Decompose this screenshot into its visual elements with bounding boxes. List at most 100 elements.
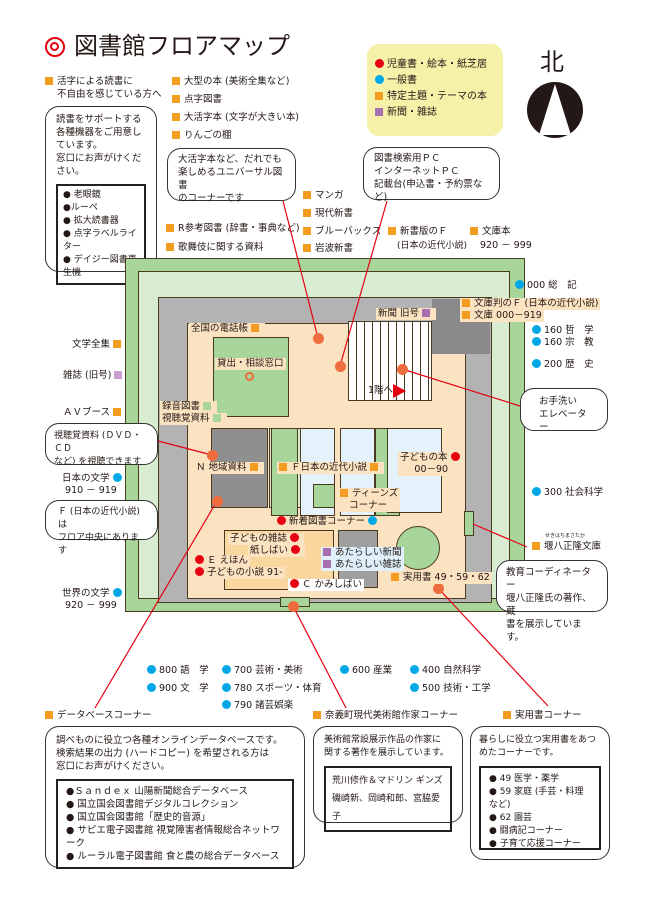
label-bluebacks: ブルーバックス	[303, 226, 381, 238]
label-world-lit: 世界の文学 920 － 999	[62, 588, 125, 612]
label-200: 200 歴 史	[532, 359, 594, 371]
art-heading: 奈義町現代美術館作家コーナー	[313, 710, 458, 722]
text: 読書をサポートする	[56, 114, 142, 125]
list-item: ● 子育て応援コーナー	[489, 839, 581, 849]
text: フロア中央にあります	[58, 533, 140, 556]
label-to-1f: 1階へ	[368, 385, 394, 396]
text: 図書検索用ＰＣ	[374, 153, 441, 164]
text: 窓口にお声がけください。	[56, 761, 171, 772]
ruby-sekiba: せきはちまさたか	[545, 533, 586, 539]
callout-dot	[288, 601, 299, 612]
legend: 児童書・絵本・紙芝居 一般書 特定主題・テーマの本 新聞・雑誌	[367, 44, 503, 136]
text: Ｆ (日本の近代小説) は	[58, 507, 140, 530]
text: 教育コーディネーター	[506, 567, 591, 591]
label-manga: マンガ	[303, 190, 344, 202]
label-local-materials: Ｎ 地域資料	[194, 462, 264, 474]
legend-item: 児童書・絵本・紙芝居	[375, 57, 495, 73]
list-item: ●ルーペ	[63, 203, 98, 213]
label-childrens-books: 子どもの本 00－90	[398, 452, 465, 476]
text: 視聴覚資料 (ＤＶＤ・ＣＤ	[54, 431, 142, 454]
practical-heading: 実用書コーナー	[503, 710, 582, 722]
label-collected-works: 文学全集	[72, 339, 125, 351]
desk-target-icon	[245, 372, 254, 381]
label-new-magazines: あたらしい雑誌	[321, 559, 404, 571]
db-heading: データベースコーナー	[45, 710, 152, 722]
list-item: ● 国立国会図書館「歴史的音源」	[66, 812, 211, 823]
text: のコーナーです	[178, 193, 244, 204]
callout-dot	[313, 333, 324, 344]
label-iwanami: 岩波新書	[303, 243, 353, 255]
page-title: 図書館フロアマップ	[74, 32, 290, 60]
list-item: ● 49 医学・薬学	[489, 774, 560, 784]
label-600: 600 産業	[340, 665, 392, 677]
list-item: ● 点字ラベルライター	[63, 229, 137, 252]
list-item: ● 闘病記コーナー	[489, 826, 563, 836]
label-400: 400 自然科学	[410, 665, 481, 677]
f-bubble: Ｆ (日本の近代小説) はフロア中央にあります	[45, 500, 158, 556]
label-bunko-f: 文庫判のＦ (日本の近代小説)	[460, 298, 601, 310]
text: めたコーナーです。	[479, 748, 559, 758]
label-new-newspapers: あたらしい新聞	[321, 547, 404, 559]
reading-support-bubble: 読書をサポートする各種機器をご用意しています。窓口にお声がけください。 ● 老眼…	[45, 106, 157, 285]
text: エレベーター	[539, 409, 587, 433]
north-label: 北	[540, 48, 564, 76]
label-500: 500 技術・工学	[410, 683, 491, 695]
toilet-bubble: お手洗いエレベーター	[520, 388, 608, 433]
callout-dot	[433, 583, 444, 594]
label-sekiba: 堰八正隆文庫	[532, 541, 601, 553]
heading-reading-support: 活字による読書に	[45, 76, 133, 88]
callout-dot	[397, 364, 408, 375]
list-item: ● 国立国会図書館デジタルコレクション	[66, 799, 239, 810]
label-f-novels: Ｆ日本の近代小説	[277, 462, 385, 474]
list-item: ● 59 家庭 (手芸・料理など)	[489, 787, 584, 810]
text: 大活字本など、だれでも	[178, 154, 282, 165]
legend-item: 一般書	[375, 73, 495, 89]
universal-bubble: 大活字本など、だれでも楽しめるユニバーサル図書のコーナーです	[167, 148, 296, 204]
callout-dot	[212, 496, 223, 507]
label-bunkobon-2: 920 － 999	[480, 240, 532, 251]
text: 書を展示しています。	[506, 619, 582, 643]
list-item: ● ルーラル電子図書館 食と農の総合データベース	[66, 851, 280, 862]
label-shinshoban-2: (日本の近代小説)	[397, 241, 468, 251]
label-c-kamishibai: Ｃ かみしばい	[288, 579, 365, 591]
label-practical-books: 実用書 49・59・62	[389, 572, 492, 584]
label-childrens-magazines: 子どもの雑誌	[228, 533, 305, 545]
practical-list: ● 49 医学・薬学● 59 家庭 (手芸・料理など)● 62 園芸● 闘病記コ…	[479, 766, 601, 850]
label-shinshoban: 新書版のＦ	[388, 226, 448, 238]
label-780: 780 スポーツ・体育	[222, 683, 321, 695]
label-700: 700 芸術・美術	[222, 665, 303, 677]
label-apple-shelf: りんごの棚	[172, 130, 232, 142]
practical-box: 暮らしに役立つ実用書をあつめたコーナーです。 ● 49 医学・薬学● 59 家庭…	[470, 726, 610, 860]
callout-dot	[335, 361, 346, 372]
label-bunko: 文庫 000－919	[460, 310, 544, 322]
target-icon	[45, 37, 65, 57]
label-av-materials: 視聴覚資料	[160, 413, 227, 425]
label-japanese-lit: 日本の文学 910 － 919	[62, 473, 125, 497]
text: 堰八正隆氏の著作、蔵	[506, 593, 592, 617]
label-audio-books: 録音図書	[160, 401, 218, 413]
list-item: ● デイジー図書再生機	[63, 255, 137, 278]
label-picture-books: Ｅ えほん	[193, 555, 251, 567]
text: 調べものに役立つ各種オンラインデータベースです。	[56, 735, 283, 746]
list-item: ●Ｓａｎｄｅｘ 山陽新聞総合データベース	[66, 786, 248, 797]
legend-item: 特定主題・テーマの本	[375, 89, 495, 105]
label-new-arrivals: 新着図書コーナー	[275, 516, 383, 528]
text: インターネットＰＣ	[374, 166, 460, 177]
label-900: 900 文 学	[147, 683, 209, 695]
label-large-print: 大活字本 (文字が大きい本)	[172, 112, 299, 124]
label-kabuki: 歌舞伎に関する資料	[166, 242, 264, 254]
db-box: 調べものに役立つ各種オンラインデータベースです。検索結果の出力 (ハードコピー)…	[45, 726, 305, 869]
label-300: 300 社会科学	[532, 487, 603, 499]
label-160-philosophy: 160 哲 学	[532, 325, 594, 337]
staircase	[348, 321, 432, 401]
label-bunkobon: 文庫本	[470, 226, 511, 238]
text: お手洗い	[539, 396, 578, 407]
text: さい。	[56, 166, 85, 177]
text: 美術館常設展示作品の作家に	[324, 735, 442, 745]
label-800: 800 語 学	[147, 665, 209, 677]
db-list: ●Ｓａｎｄｅｘ 山陽新聞総合データベース ● 国立国会図書館デジタルコレクション ●…	[56, 779, 294, 869]
text: 楽しめるユニバーサル図書	[178, 167, 283, 191]
label-childrens-novels: 子どもの小説 91-	[193, 567, 285, 579]
